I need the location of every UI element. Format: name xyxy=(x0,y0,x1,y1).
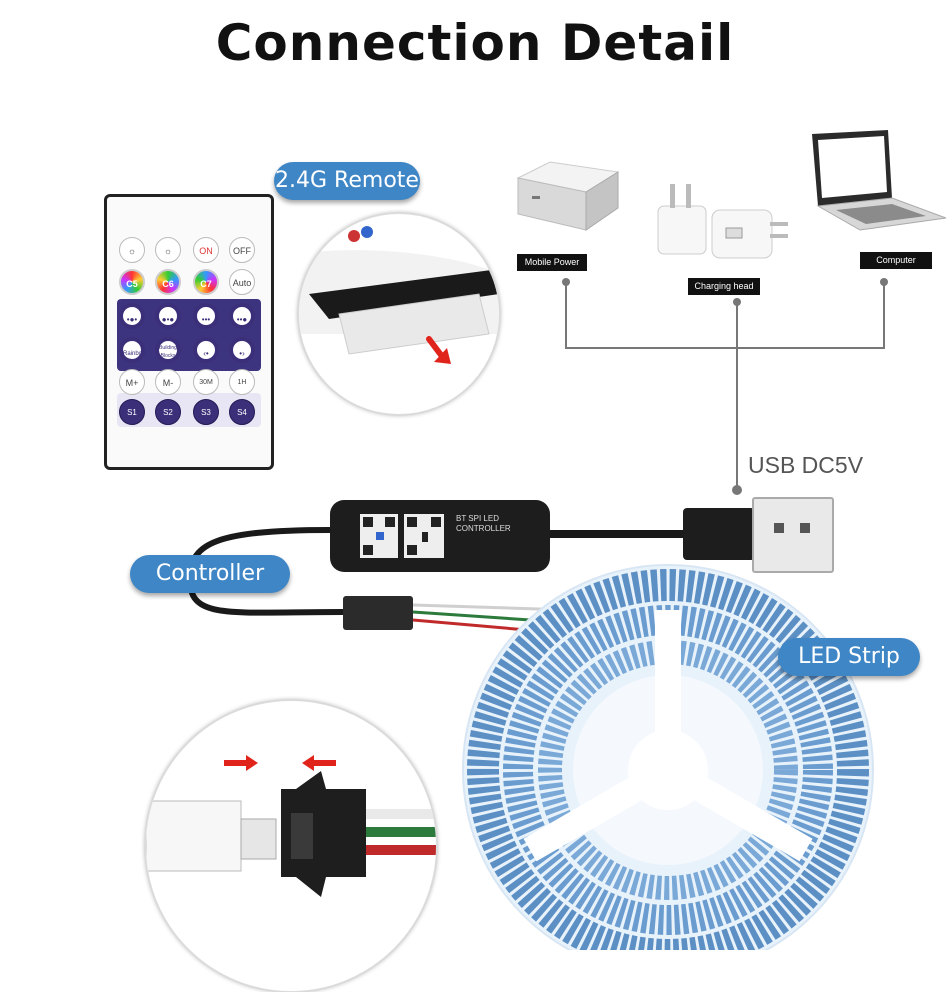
controller-print-line1: BT SPI LED xyxy=(456,514,499,523)
c7-button: C7 xyxy=(193,269,219,295)
mode-dots-button-4: ••● xyxy=(229,303,255,329)
remote-label-pill: 2.4G Remote xyxy=(274,162,420,200)
page-title: Connection Detail xyxy=(215,14,735,72)
led-controller: BT SPI LED CONTROLLER xyxy=(330,500,550,572)
auto-button: Auto xyxy=(229,269,255,295)
remote-control: ☼ ☼ ON OFF C5 C6 C7 Auto •●• ●•● ••• ••●… xyxy=(104,194,274,470)
connector-plug-illustration xyxy=(146,755,436,897)
power-bank-icon xyxy=(516,161,620,231)
on-button: ON xyxy=(193,237,219,263)
c5-button: C5 xyxy=(119,269,145,295)
scene-s3-button: S3 xyxy=(193,399,219,425)
scene-s1-button: S1 xyxy=(119,399,145,425)
remote-battery-zoom xyxy=(298,213,500,415)
led-strip-reel xyxy=(462,564,874,950)
c6-button: C6 xyxy=(155,269,181,295)
laptop-icon xyxy=(812,130,947,231)
qr-code-icon xyxy=(404,514,444,558)
usb-dot xyxy=(732,485,742,495)
brightness-up-button: ☼ xyxy=(119,237,145,263)
scene-s4-button: S4 xyxy=(229,399,255,425)
usb-plug-body xyxy=(683,508,755,560)
off-button: OFF xyxy=(229,237,255,263)
charging-head-label: Charging head xyxy=(688,278,760,295)
mode-dots-button-1: •●• xyxy=(119,303,145,329)
charger-icon xyxy=(657,184,788,259)
jst-connector xyxy=(343,596,413,630)
timer-30m-button: 30M xyxy=(193,369,219,395)
mode-dots-button-3: ••• xyxy=(193,303,219,329)
battery-cover-illustration xyxy=(299,226,499,364)
mobile-power-dot xyxy=(562,278,570,286)
timer-1h-button: 1H xyxy=(229,369,255,395)
forward-button: •› xyxy=(229,337,255,363)
rainbow-button: Rainbow xyxy=(119,337,146,363)
device-bus-line xyxy=(565,282,885,349)
usb-plug-connector xyxy=(752,497,834,573)
reverse-button: ‹• xyxy=(193,337,219,363)
connector-zoom xyxy=(145,700,437,992)
mode-minus-button: M- xyxy=(155,369,181,395)
usb-voltage-label: USB DC5V xyxy=(748,452,864,478)
controller-print: BT SPI LED CONTROLLER xyxy=(456,514,511,534)
led-strip-label-pill: LED Strip xyxy=(778,638,920,676)
qr-code-icon xyxy=(360,514,398,558)
mode-dots-button-2: ●•● xyxy=(155,303,181,329)
mobile-power-label: Mobile Power xyxy=(517,254,587,271)
brightness-down-button: ☼ xyxy=(155,237,181,263)
computer-dot xyxy=(880,278,888,286)
computer-label: Computer xyxy=(860,252,932,269)
charging-head-dot xyxy=(733,298,741,306)
mode-plus-button: M+ xyxy=(119,369,145,395)
controller-label-pill: Controller xyxy=(130,555,290,593)
wiring-diagram xyxy=(186,278,888,950)
controller-print-line2: CONTROLLER xyxy=(456,524,511,533)
scene-s2-button: S2 xyxy=(155,399,181,425)
building-blocks-button: Building Blocks xyxy=(155,337,181,363)
